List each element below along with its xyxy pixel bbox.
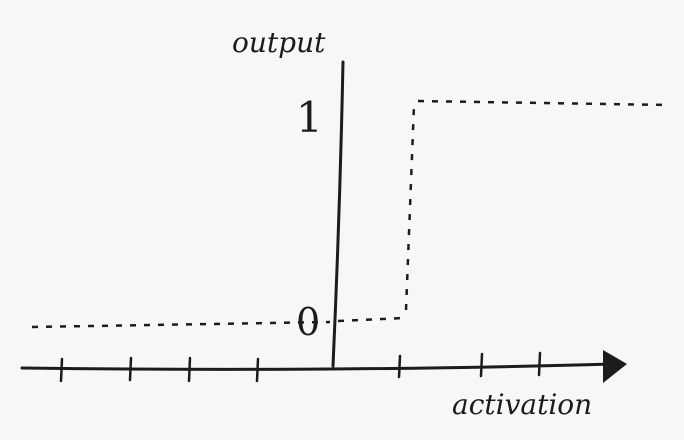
x-tick xyxy=(187,356,192,383)
y-tick-label-0: 0 xyxy=(296,300,320,344)
y-tick-label-1: 1 xyxy=(296,93,323,142)
step-function-low-right xyxy=(337,316,405,323)
y-axis-label: output xyxy=(232,26,326,59)
x-tick xyxy=(255,357,260,383)
step-function-high xyxy=(417,99,669,107)
x-tick xyxy=(59,357,64,383)
step-function-low-left xyxy=(31,320,331,329)
x-tick xyxy=(479,352,484,378)
y-axis-line xyxy=(331,60,345,368)
x-axis-line xyxy=(20,362,614,371)
x-tick xyxy=(128,356,133,382)
x-tick xyxy=(537,351,542,377)
x-axis-label: activation xyxy=(452,388,592,421)
x-axis-ticks xyxy=(59,351,542,383)
x-axis-arrowhead xyxy=(603,350,627,383)
x-tick xyxy=(397,354,402,379)
step-function-rise xyxy=(404,104,416,311)
